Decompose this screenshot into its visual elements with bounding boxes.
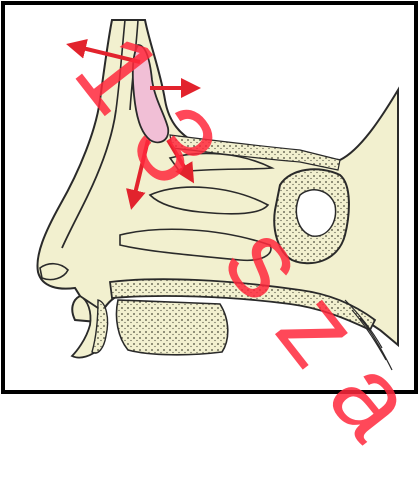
nasal-anatomy-diagram [0, 0, 419, 395]
maxilla-lower [116, 300, 227, 355]
sphenoid-cavity [296, 190, 335, 236]
